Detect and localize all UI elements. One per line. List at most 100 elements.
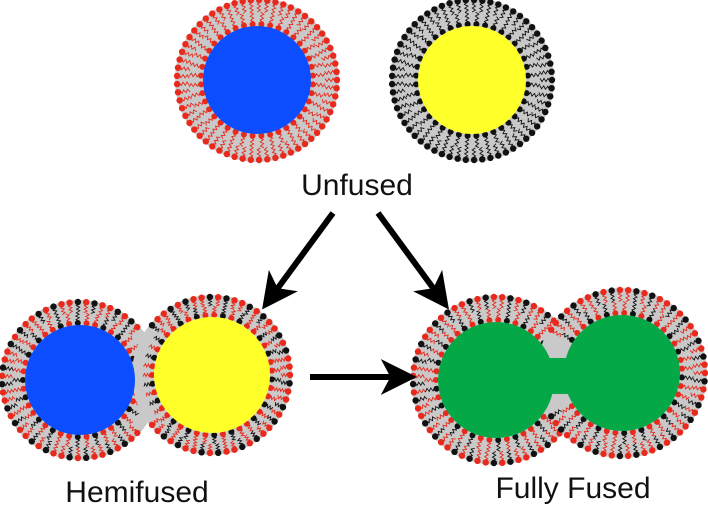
- lipid-head: [50, 450, 57, 457]
- lipid-head: [176, 56, 183, 63]
- lipid-head: [219, 431, 226, 437]
- lipid-head: [330, 101, 337, 108]
- lipid-head: [656, 443, 664, 451]
- lipid-head: [482, 294, 489, 301]
- lipid-head: [174, 441, 182, 449]
- lipid-head: [544, 311, 551, 319]
- lipid-head: [534, 123, 541, 130]
- vesicle-hemifused-yellow-content: [154, 317, 270, 433]
- lipid-head: [272, 0, 279, 6]
- lipid-head: [333, 68, 340, 76]
- lipid-head: [309, 81, 316, 88]
- lipid-head: [563, 307, 571, 314]
- lipid-head: [193, 314, 200, 320]
- lipid-head: [301, 140, 309, 148]
- lipid-head: [260, 313, 267, 320]
- lipid-head: [66, 433, 73, 439]
- lipid-head: [701, 361, 708, 368]
- label-hemifused: Hemifused: [65, 476, 208, 509]
- lipid-head: [687, 323, 694, 330]
- lipid-head: [190, 296, 197, 303]
- lipid-head: [570, 302, 577, 309]
- lipid-head: [474, 457, 481, 465]
- lipid-head: [301, 12, 309, 20]
- lipid-head: [202, 55, 209, 62]
- lipid-head: [422, 420, 429, 427]
- lipid-head: [438, 150, 446, 158]
- lipid-head: [462, 0, 469, 4]
- lipid-head: [16, 426, 24, 433]
- lipid-head: [83, 320, 90, 327]
- lipid-head: [287, 149, 295, 156]
- lipid-head: [455, 131, 462, 138]
- lipid-head: [417, 98, 424, 105]
- lipid-head: [678, 374, 685, 381]
- lipid-head: [178, 48, 186, 55]
- lipid-head: [134, 323, 141, 331]
- lipid-head: [74, 298, 82, 306]
- lipid-head: [538, 37, 545, 44]
- lipid-head: [286, 371, 294, 379]
- lipid-head: [206, 449, 214, 457]
- lipid-head: [231, 153, 238, 160]
- lipid-head: [534, 30, 541, 37]
- lipid-head: [100, 325, 107, 331]
- lipid-head: [422, 333, 429, 340]
- lipid-head: [174, 64, 182, 71]
- lipid-head: [22, 359, 29, 366]
- lipid-head: [490, 128, 497, 135]
- vesicle-hemifused-yellow-membrane: [132, 293, 294, 457]
- lipid-head: [332, 93, 339, 100]
- vesicle-unfused-blue-bilayer: [175, 0, 339, 162]
- lipid-head: [279, 404, 287, 411]
- lipid-head: [646, 316, 653, 323]
- lipid-head: [469, 432, 476, 439]
- lipid-head: [268, 376, 275, 383]
- lipid-head: [199, 90, 206, 97]
- lipid-head: [287, 4, 295, 11]
- lipid-head: [330, 52, 337, 59]
- lipid-head: [28, 315, 35, 322]
- lipid-head: [625, 452, 632, 459]
- lipid-head: [701, 369, 708, 377]
- lipid-head: [272, 154, 279, 162]
- lipid-head: [240, 22, 247, 29]
- lipid-head: [66, 299, 73, 306]
- lipid-head: [305, 98, 312, 105]
- lipid-head: [148, 322, 156, 329]
- vesicle-unfused-yellow-membrane: [388, 0, 556, 164]
- lipid-head: [83, 299, 90, 306]
- lipid-head: [417, 138, 424, 145]
- lipid-head: [271, 325, 278, 332]
- lipid-head: [20, 377, 26, 383]
- lipid-head: [267, 131, 274, 138]
- lipid-head: [678, 365, 685, 372]
- lipid-head: [649, 447, 656, 454]
- lipid-head: [92, 432, 99, 438]
- lipid-head: [510, 8, 517, 15]
- lipid-head: [35, 310, 42, 318]
- lipid-head: [542, 44, 549, 52]
- lipid-head: [641, 449, 648, 457]
- lipid-head: [413, 81, 420, 88]
- lipid-head: [548, 326, 555, 333]
- lipid-head: [182, 112, 189, 120]
- lipid-head: [495, 437, 502, 443]
- lipid-head: [388, 72, 396, 80]
- lipid-head: [473, 21, 480, 28]
- lipid-head: [676, 310, 684, 317]
- lipid-head: [438, 2, 446, 10]
- lipid-head: [174, 301, 182, 309]
- lipid-head: [629, 429, 636, 435]
- lipid-head: [675, 348, 681, 355]
- lipid-head: [211, 432, 218, 438]
- lipid-head: [308, 90, 315, 97]
- lipid-head: [209, 143, 216, 150]
- lipid-head: [629, 311, 636, 317]
- lipid-head: [458, 452, 466, 459]
- lipid-head: [391, 97, 398, 104]
- lipid-head: [451, 304, 458, 312]
- lipid-head: [42, 446, 50, 454]
- lipid-head: [424, 143, 431, 150]
- lipid-head: [437, 439, 445, 446]
